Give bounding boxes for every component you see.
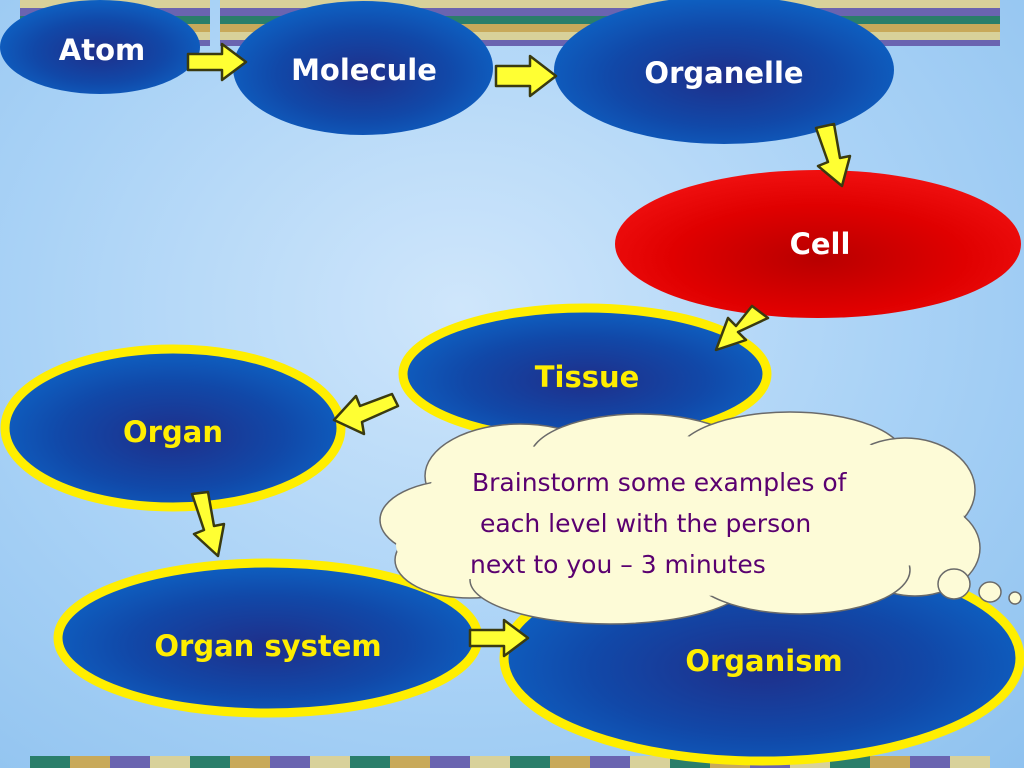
node-organ — [0, 344, 346, 512]
note-line-2: each level with the person — [472, 509, 812, 538]
arrow-cell-tissue — [714, 304, 770, 352]
label-organ-system: Organ system — [154, 629, 382, 663]
note-line-1: Brainstorm some examples of — [472, 468, 847, 497]
arrow-atom-molecule — [186, 42, 248, 82]
arrow-organ-system — [190, 490, 226, 558]
arrow-tissue-organ — [332, 392, 400, 436]
node-organelle — [554, 0, 894, 144]
brainstorm-note: Brainstorm some examples of each level w… — [470, 462, 942, 585]
label-atom: Atom — [58, 33, 146, 67]
thought-bubbles — [937, 568, 1022, 605]
node-atom — [0, 0, 200, 94]
label-organelle: Organelle — [644, 56, 804, 90]
arrow-organelle-cell — [814, 122, 852, 188]
node-cell — [615, 170, 1021, 318]
arrow-system-organism — [468, 618, 530, 658]
label-cell: Cell — [789, 227, 851, 261]
label-organism: Organism — [685, 644, 843, 678]
arrow-molecule-organelle — [494, 54, 558, 98]
note-line-3: next to you – 3 minutes — [470, 550, 766, 579]
label-organ: Organ — [123, 415, 223, 449]
node-molecule — [233, 1, 493, 135]
label-tissue: Tissue — [534, 360, 640, 394]
label-molecule: Molecule — [291, 53, 437, 87]
